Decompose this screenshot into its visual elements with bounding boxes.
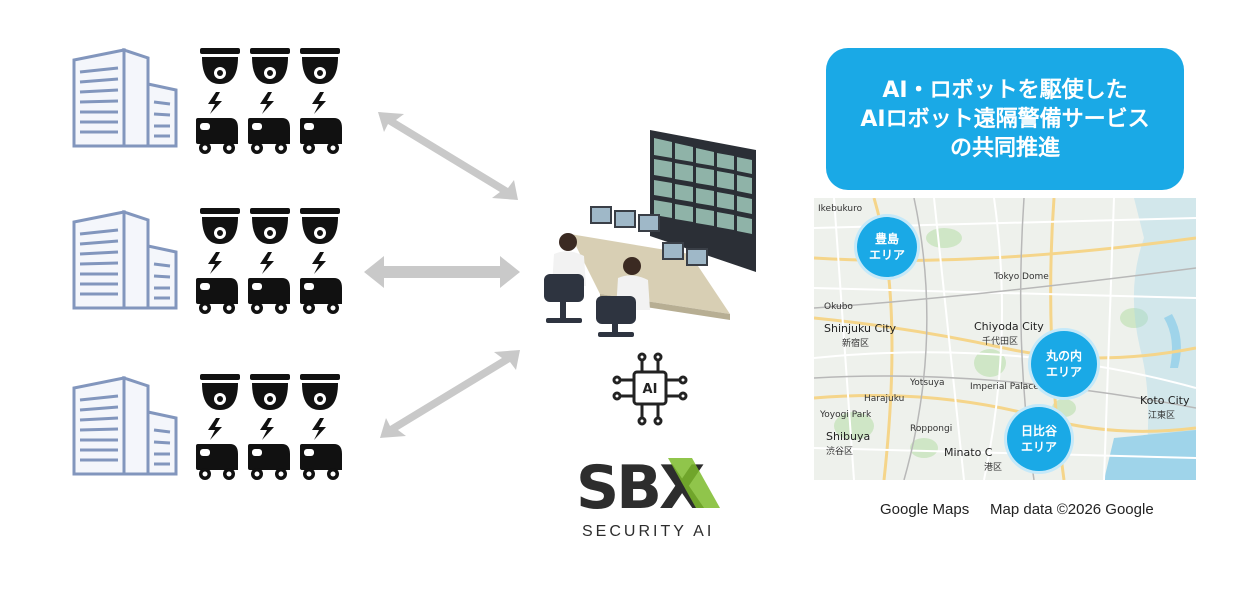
map-label-tokyo-dome: Tokyo Dome — [994, 272, 1049, 282]
map-label-minato: Minato C — [944, 446, 993, 459]
title-line: AI・ロボットを駆使した — [882, 77, 1128, 103]
security-robot-icon — [194, 418, 240, 482]
dome-camera-icon — [298, 374, 342, 414]
map-label-harajuku: Harajuku — [864, 394, 905, 404]
dome-camera-icon — [198, 48, 242, 88]
map-label-chiyoda-jp: 千代田区 — [982, 337, 1019, 347]
security-robot-icon — [298, 252, 344, 316]
camera-row — [198, 374, 348, 420]
map-data-credit: Map data ©2026 Google — [990, 501, 1154, 518]
map-label-okubo: Okubo — [824, 302, 853, 312]
double-arrow-icon — [380, 350, 520, 438]
map-label-shinjuku-jp: 新宿区 — [842, 339, 870, 349]
dome-camera-icon — [248, 48, 292, 88]
title-line: の共同推進 — [949, 135, 1060, 161]
security-robot-icon — [194, 252, 240, 316]
building-icon — [68, 208, 180, 312]
area-name: 日比谷 — [1020, 424, 1057, 438]
title-box: AI・ロボットを駆使した AIロボット遠隔警備サービス の共同推進 — [826, 48, 1184, 190]
map-label-yotsuya: Yotsuya — [910, 378, 945, 388]
area-bubble-hibiya: 日比谷 エリア — [1004, 404, 1074, 474]
map-label-shibuya: Shibuya — [826, 430, 871, 443]
area-suffix: エリア — [1045, 365, 1082, 379]
map-label-koto-jp: 江東区 — [1148, 411, 1176, 421]
map-background — [814, 198, 1196, 480]
monitoring-center-icon — [544, 130, 756, 337]
map-label-chiyoda: Chiyoda City — [974, 320, 1044, 333]
ai-chip-icon: AI — [612, 352, 688, 426]
area-bubble-marunouchi: 丸の内 エリア — [1028, 328, 1100, 400]
ai-chip-label: AI — [643, 382, 658, 397]
tokyo-map: Shinjuku City 新宿区 Chiyoda City 千代田区 Shib… — [814, 198, 1196, 480]
robot-row — [194, 418, 344, 482]
map-label-imperial: Imperial Palace — [970, 382, 1039, 392]
security-robot-icon — [246, 252, 292, 316]
dome-camera-icon — [248, 374, 292, 414]
building-icon — [68, 46, 180, 150]
dome-camera-icon — [298, 208, 342, 248]
double-arrow-icon — [364, 256, 520, 288]
logo-tagline: SECURITY AI — [582, 523, 714, 540]
sbx-logo: SBX SECURITY AI — [572, 453, 728, 544]
double-arrow-icon — [378, 112, 518, 200]
map-label-roppongi: Roppongi — [910, 424, 953, 434]
robot-row — [194, 92, 344, 156]
security-robot-icon — [246, 92, 292, 156]
security-robot-icon — [298, 92, 344, 156]
security-robot-icon — [194, 92, 240, 156]
building-icon — [68, 374, 180, 478]
robot-row — [194, 252, 344, 316]
map-label-shibuya-jp: 渋谷区 — [826, 447, 854, 457]
security-robot-icon — [298, 418, 344, 482]
area-suffix: エリア — [1020, 440, 1057, 454]
map-label-koto: Koto City — [1140, 394, 1190, 407]
area-suffix: エリア — [868, 248, 905, 262]
dome-camera-icon — [198, 374, 242, 414]
map-label-shinjuku: Shinjuku City — [824, 322, 897, 335]
camera-row — [198, 208, 348, 254]
area-bubble-toshima: 豊島 エリア — [854, 214, 920, 280]
map-label-yoyogi: Yoyogi Park — [820, 410, 872, 420]
title-line: AIロボット遠隔警備サービス — [860, 106, 1150, 132]
dome-camera-icon — [248, 208, 292, 248]
dome-camera-icon — [298, 48, 342, 88]
security-robot-icon — [246, 418, 292, 482]
map-label-minato-jp: 港区 — [984, 463, 1003, 473]
dome-camera-icon — [198, 208, 242, 248]
area-name: 豊島 — [874, 232, 899, 246]
area-name: 丸の内 — [1045, 349, 1082, 363]
camera-row — [198, 48, 348, 94]
google-maps-credit: Google Maps — [880, 501, 970, 518]
map-label-ikebukuro: Ikebukuro — [818, 204, 863, 214]
